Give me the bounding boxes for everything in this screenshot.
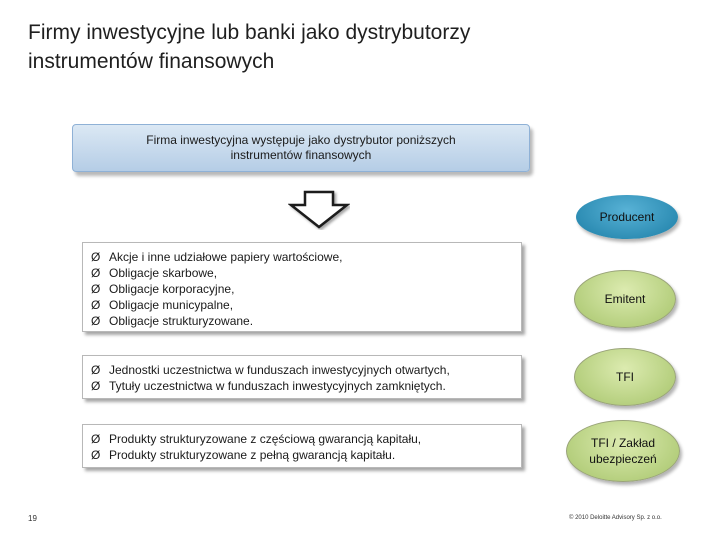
producer-name-line-2: ubezpieczeń [589,452,657,466]
producer-emitent: Emitent [574,270,676,328]
arrow-bullet-icon: Ø [91,266,101,280]
down-arrow-icon [288,190,350,229]
producer-label: Producent [599,210,655,224]
arrow-bullet-icon: Ø [91,250,101,264]
list-item-text: Obligacje municypalne, [109,298,234,312]
arrow-bullet-icon: Ø [91,282,101,296]
list-item-text: Akcje i inne udziałowe papiery wartościo… [109,250,343,264]
list-item: Ø Obligacje skarbowe, [91,265,513,281]
list-item-text: Obligacje korporacyjne, [109,282,235,296]
list-item: Ø Produkty strukturyzowane z częściową gw… [91,431,513,447]
producer-name: TFI [616,370,634,384]
distributor-header-box: Firma inwestycyjna występuje jako dystry… [72,124,530,172]
instrument-box-structured: Ø Produkty strukturyzowane z częściową gw… [82,424,522,468]
instrument-box-securities: Ø Akcje i inne udziałowe papiery wartości… [82,242,522,332]
list-item-text: Jednostki uczestnictwa w funduszach inwe… [109,363,450,377]
list-item-text: Obligacje strukturyzowane. [109,314,254,328]
producer-name: Emitent [604,292,646,306]
list-item: Ø Tytuły uczestnictwa w funduszach inwest… [91,378,513,394]
arrow-bullet-icon: Ø [91,298,101,312]
page-title-line-1: Firmy inwestycyjne lub banki jako dystry… [28,21,471,44]
copyright-notice: © 2010 Deloitte Advisory Sp. z o.o. [569,515,662,521]
instrument-box-funds: Ø Jednostki uczestnictwa w funduszach inw… [82,355,522,399]
header-box-line-1: Firma inwestycyjna występuje jako dystry… [146,133,456,147]
arrow-bullet-icon: Ø [91,379,101,393]
arrow-bullet-icon: Ø [91,314,101,328]
list-item: Ø Obligacje municypalne, [91,297,513,313]
producer-header: Producent [576,195,678,239]
list-item-text: Produkty strukturyzowane z częściową gwa… [109,432,422,446]
producer-tfi: TFI [574,348,676,406]
list-item-text: Tytuły uczestnictwa w funduszach inwesty… [109,379,446,393]
list-item-text: Produkty strukturyzowane z pełną gwaranc… [109,448,396,462]
list-item-text: Obligacje skarbowe, [109,266,218,280]
list-item: Ø Obligacje strukturyzowane. [91,313,513,329]
list-item: Ø Jednostki uczestnictwa w funduszach inw… [91,362,513,378]
header-box-line-2: instrumentów finansowych [230,148,372,162]
page-title: Firmy inwestycyjne lub banki jako dystry… [28,18,668,76]
arrow-bullet-icon: Ø [91,363,101,377]
page-number: 19 [28,514,37,523]
producer-name-line-1: TFI / Zakład [590,436,655,450]
arrow-bullet-icon: Ø [91,432,101,446]
producer-tfi-insurer: TFI / Zakład ubezpieczeń [566,420,680,482]
list-item: Ø Akcje i inne udziałowe papiery wartości… [91,249,513,265]
arrow-bullet-icon: Ø [91,448,101,462]
list-item: Ø Obligacje korporacyjne, [91,281,513,297]
page-title-line-2: instrumentów finansowych [28,50,275,73]
list-item: Ø Produkty strukturyzowane z pełną gwaran… [91,447,513,463]
